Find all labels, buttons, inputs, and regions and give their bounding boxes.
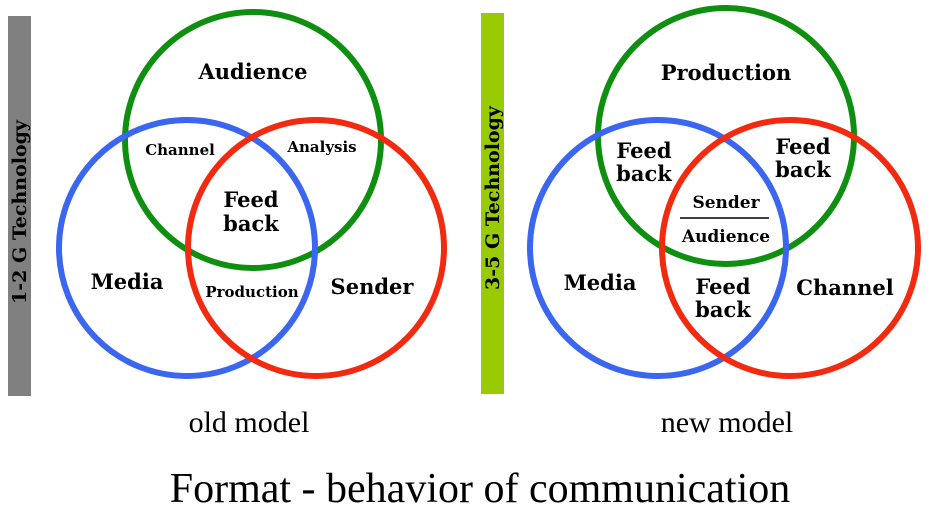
- new-model-label-feedback-top-left-line2: back: [616, 161, 672, 186]
- old-model-label-channel: Channel: [145, 141, 215, 159]
- old-model-label-sender: Sender: [331, 274, 415, 299]
- new-model-circle-channel: [659, 117, 921, 379]
- old-model-label-audience: Audience: [198, 59, 308, 84]
- old-model-label-feedback-line2: back: [223, 211, 279, 236]
- old-model-circle-media: [56, 117, 318, 379]
- new-model-label-feedback-top-left-line1: Feed: [616, 138, 671, 163]
- new-model-caption: new model: [661, 406, 793, 439]
- new-model-label-feedback-bottom-line2: back: [695, 297, 751, 322]
- old-model-caption: old model: [189, 406, 310, 439]
- old-model-vertical-bar: [8, 16, 31, 396]
- new-model-label-media: Media: [564, 270, 637, 295]
- new-model-label-channel: Channel: [796, 275, 893, 300]
- new-model-label-production: Production: [661, 60, 792, 85]
- old-model-label-media: Media: [91, 269, 164, 294]
- new-model-label-feedback-top-right-line2: back: [775, 157, 831, 182]
- old-model-circle-sender: [185, 117, 447, 379]
- old-model-group: 1-2 G Technology Audience Channel Analys…: [8, 9, 447, 439]
- figure-title: Format - behavior of communication: [170, 466, 791, 512]
- old-model-label-production: Production: [205, 283, 298, 301]
- new-model-label-audience: Audience: [681, 227, 770, 247]
- old-model-bar-label: 1-2 G Technology: [9, 119, 31, 304]
- new-model-circle-media: [527, 117, 789, 379]
- new-model-vertical-bar: [481, 13, 504, 394]
- new-model-group: 3-5 G Technology Production Feed back Fe…: [481, 5, 921, 439]
- old-model-label-feedback-line1: Feed: [223, 187, 278, 212]
- new-model-label-feedback-top-right-line1: Feed: [775, 134, 830, 159]
- new-model-label-feedback-bottom-line1: Feed: [695, 274, 750, 299]
- old-model-label-analysis: Analysis: [286, 138, 356, 156]
- new-model-label-sender: Sender: [692, 193, 760, 213]
- new-model-bar-label: 3-5 G Technology: [482, 105, 504, 290]
